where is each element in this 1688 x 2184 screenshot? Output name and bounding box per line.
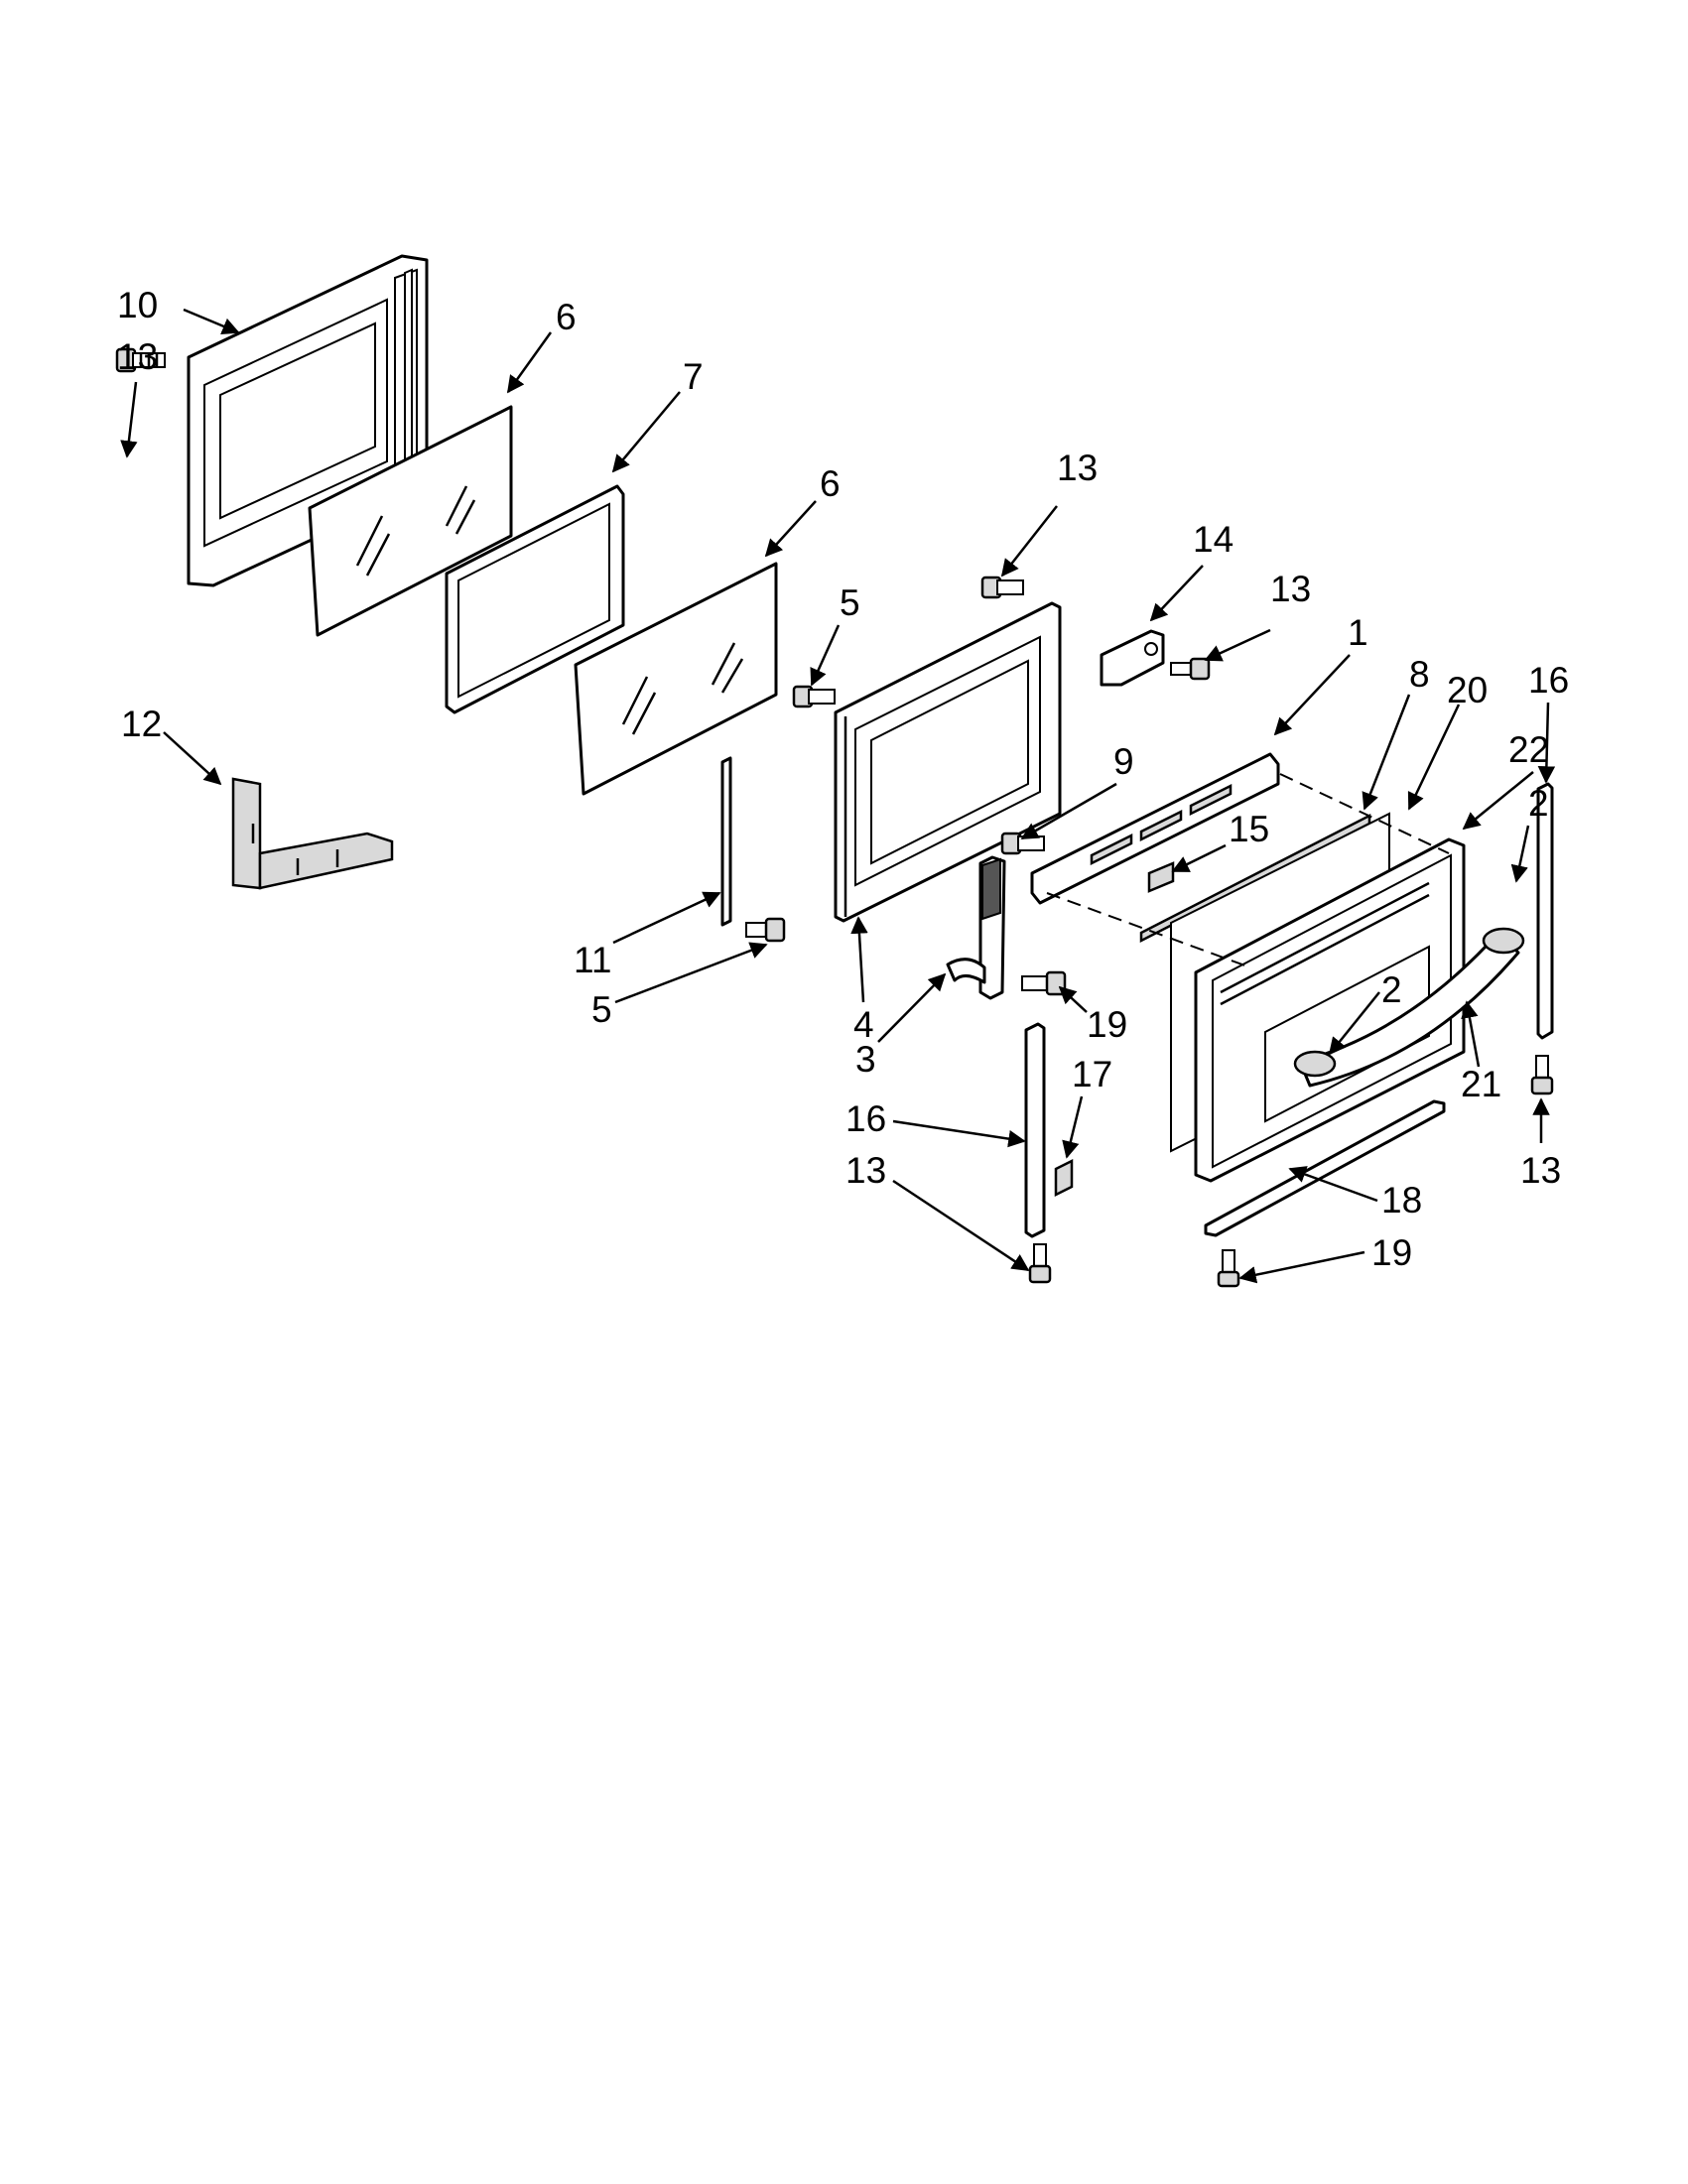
callout-15: 15 xyxy=(1229,809,1269,849)
door-handle-part xyxy=(1293,927,1525,1088)
side-trim-strip-part xyxy=(720,756,732,927)
callout-12: 12 xyxy=(121,704,162,744)
callout-1: 1 xyxy=(1348,612,1368,653)
callout-9: 9 xyxy=(1113,741,1134,782)
callout-11: 11 xyxy=(574,940,611,980)
pad-part xyxy=(1147,861,1175,893)
callout-6: 6 xyxy=(556,297,577,337)
callout-16: 16 xyxy=(845,1098,886,1139)
callout-13: 13 xyxy=(845,1150,886,1191)
callout-13: 13 xyxy=(117,336,158,377)
screw-part xyxy=(792,685,836,708)
bracket-part xyxy=(1100,629,1165,687)
callout-14: 14 xyxy=(1193,519,1234,560)
callout-19: 19 xyxy=(1087,1004,1127,1045)
callout-7: 7 xyxy=(683,356,704,397)
callout-13: 13 xyxy=(1057,448,1098,488)
glass-spacer-frame-part xyxy=(445,484,625,714)
screw-part xyxy=(1530,1055,1554,1095)
callout-17: 17 xyxy=(1072,1054,1112,1094)
inner-door-liner-part xyxy=(187,254,429,587)
vent-channel-part xyxy=(1030,752,1280,905)
callout-20: 20 xyxy=(1447,670,1488,710)
callout-2: 2 xyxy=(1381,969,1402,1010)
screw-part xyxy=(1000,832,1045,855)
screw-part xyxy=(980,576,1024,599)
callout-16: 16 xyxy=(1528,660,1569,701)
leader-arrows xyxy=(120,308,1556,1284)
side-trim-strip-part xyxy=(1536,782,1554,1040)
callout-19: 19 xyxy=(1371,1232,1412,1273)
callout-13: 13 xyxy=(1520,1150,1561,1191)
callout-3: 3 xyxy=(855,1039,876,1080)
pad-part xyxy=(1054,1158,1074,1198)
glass-panel-part xyxy=(308,405,513,637)
door-frame-part xyxy=(834,601,1062,923)
door-insulation-part xyxy=(231,777,394,890)
callout-18: 18 xyxy=(1381,1180,1422,1220)
callout-22: 22 xyxy=(1508,729,1549,770)
side-trim-strip-part xyxy=(1024,1022,1046,1238)
screw-part xyxy=(115,347,166,373)
alignment-lines xyxy=(1046,773,1450,968)
screw-part xyxy=(745,917,786,943)
door-hinge-part xyxy=(946,855,1006,1000)
screw-part xyxy=(1021,970,1067,996)
callout-6: 6 xyxy=(820,463,841,504)
screw-part xyxy=(1028,1243,1052,1284)
bottom-trim-part xyxy=(1204,1099,1446,1237)
callout-2: 2 xyxy=(1528,783,1549,824)
callout-13: 13 xyxy=(1270,569,1311,609)
callout-21: 21 xyxy=(1461,1064,1501,1104)
callout-8: 8 xyxy=(1409,654,1430,695)
screw-part xyxy=(1170,657,1211,681)
callout-10: 10 xyxy=(117,285,158,325)
callout-5: 5 xyxy=(591,989,612,1030)
callout-labels: 10 13 6 7 6 13 14 13 5 1 8 20 16 22 2 12… xyxy=(117,285,1569,1273)
glass-panel-part xyxy=(574,562,778,796)
callout-4: 4 xyxy=(853,1004,874,1045)
callout-5: 5 xyxy=(840,582,860,623)
screw-part xyxy=(1217,1249,1240,1288)
